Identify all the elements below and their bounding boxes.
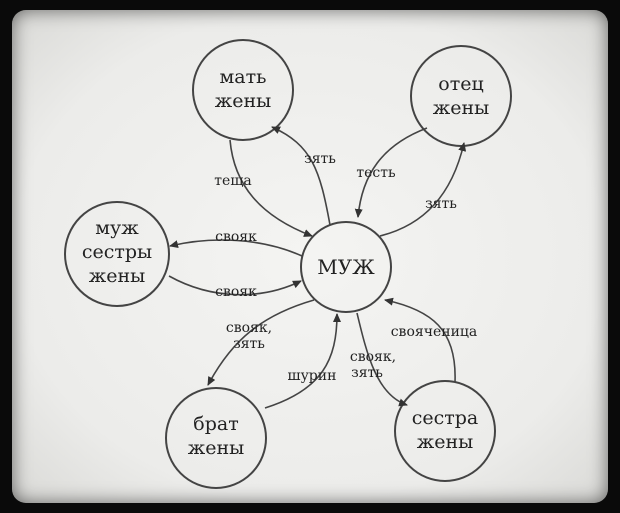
edge-label-from-sister-husband: свояк bbox=[215, 284, 257, 300]
edge-label-to-brother-line-1: свояк, bbox=[226, 320, 272, 336]
edge-label-to-sister-line-2: зять bbox=[351, 365, 383, 381]
edge-from-brother bbox=[264, 313, 341, 409]
wife-father-line-1: отец bbox=[438, 73, 483, 95]
edge-label-from-father: тесть bbox=[356, 165, 396, 181]
center-node-label: МУЖ bbox=[317, 255, 375, 279]
wife-sister-husband-line-1: муж bbox=[95, 217, 139, 239]
center-node-circle bbox=[300, 221, 392, 313]
wife-sister-line-2: жены bbox=[417, 431, 474, 453]
wife-brother-node-circle bbox=[165, 387, 267, 489]
edge-label-from-sister: свояченица bbox=[391, 324, 478, 340]
edge-label-to-brother-line-2: зять bbox=[233, 336, 265, 352]
wife-brother-line-2: жены bbox=[188, 437, 245, 459]
edge-to-sister-husband bbox=[169, 239, 303, 257]
edge-to-father bbox=[379, 142, 467, 237]
edge-label-to-father: зять bbox=[425, 196, 457, 212]
wife-father-node-circle bbox=[410, 45, 512, 147]
edge-label-to-mother: зять bbox=[304, 151, 336, 167]
edge-from-father bbox=[354, 127, 428, 218]
wife-sister-husband-line-3: жены bbox=[89, 265, 146, 287]
wife-mother-line-1: мать bbox=[220, 66, 267, 88]
edge-to-sister bbox=[356, 312, 408, 407]
wife-sister-line-1: сестра bbox=[412, 407, 479, 429]
edge-from-sister bbox=[384, 297, 456, 383]
wife-sister-husband-node-circle bbox=[64, 201, 170, 307]
edge-from-sister-husband bbox=[168, 275, 302, 296]
wife-sister-husband-line-2: сестры bbox=[82, 241, 152, 263]
wife-brother-line-1: брат bbox=[193, 413, 238, 435]
edge-label-to-sister-line-1: свояк, bbox=[350, 349, 396, 365]
kinship-diagram: МУЖ мать жены отец жены муж сестры жены … bbox=[64, 39, 512, 489]
wife-sister-node-circle bbox=[394, 380, 496, 482]
paper: МУЖ мать жены отец жены муж сестры жены … bbox=[12, 10, 608, 503]
edge-to-brother bbox=[207, 299, 315, 386]
edge-label-from-brother: шурин bbox=[288, 368, 337, 384]
edge-to-mother bbox=[271, 126, 331, 226]
edge-label-to-sister-husband: свояк bbox=[215, 229, 257, 245]
wife-mother-node-circle bbox=[192, 39, 294, 141]
edge-from-mother bbox=[229, 139, 313, 237]
wife-mother-line-2: жены bbox=[215, 90, 272, 112]
wife-father-line-2: жены bbox=[433, 97, 490, 119]
edge-label-from-mother: теща bbox=[214, 173, 251, 189]
